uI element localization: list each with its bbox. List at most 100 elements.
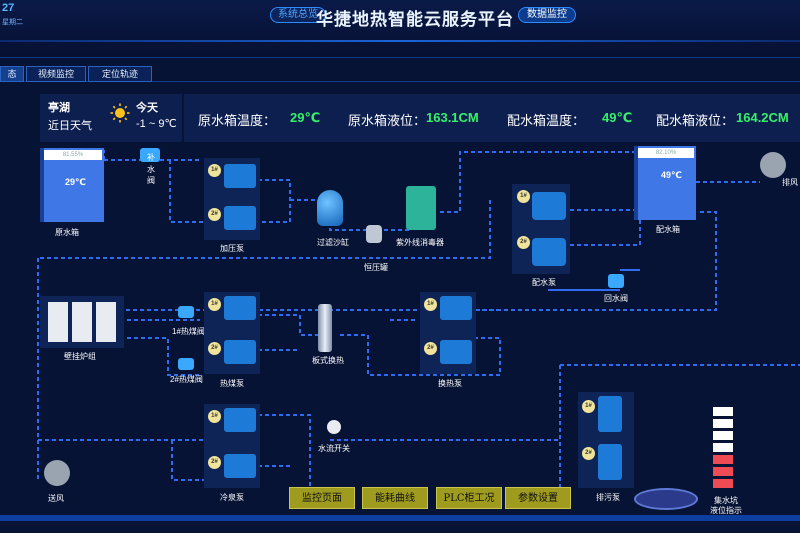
pump-icon[interactable] [224, 454, 256, 478]
raw-water-tank[interactable] [40, 148, 104, 222]
cold-pump-1-badge: 1# [208, 410, 221, 423]
sun-icon [110, 103, 130, 123]
sand-filter-icon[interactable] [317, 190, 343, 226]
return-valve-label: 回水阀 [604, 294, 628, 303]
weather-location: 亭湖 [48, 102, 70, 114]
pump-icon[interactable] [224, 296, 256, 320]
mix-tank-percent: 82.10% [638, 148, 694, 158]
raw-tank-level-label: 原水箱液位： [348, 113, 427, 128]
exchange-pump-label: 换热泵 [438, 379, 462, 388]
fill-valve-label-1: 补 [147, 153, 155, 162]
cold-pump-label: 冷泉泵 [220, 493, 244, 502]
exchange-pump-2-badge: 2# [424, 342, 437, 355]
uv-sterilizer-icon[interactable] [406, 186, 436, 230]
pump-icon[interactable] [532, 238, 566, 266]
pump-icon[interactable] [224, 340, 256, 364]
mix-tank-level-label: 配水箱液位： [656, 113, 735, 128]
weather-today-label: 今天 [136, 102, 158, 114]
boiler-icon[interactable] [96, 302, 116, 342]
hot-pump-label: 热煤泵 [220, 379, 244, 388]
weather-subtitle: 近日天气 [48, 120, 92, 132]
sump-pit-icon [634, 488, 698, 510]
raw-tank-level-value: 163.1CM [426, 110, 479, 125]
sewage-pump-1-badge: 1# [582, 400, 595, 413]
cold-pump-2-badge: 2# [208, 456, 221, 469]
sump-level-label: 集水坑 [714, 496, 738, 505]
flow-switch-label: 水流开关 [318, 444, 350, 453]
pump-icon[interactable] [224, 164, 256, 188]
flow-switch-icon[interactable] [327, 420, 341, 434]
sand-filter-label: 过滤沙缸 [317, 238, 349, 247]
sump-level-bar [713, 455, 733, 464]
weather-panel [40, 94, 182, 142]
pump-icon[interactable] [224, 408, 256, 432]
pump-icon[interactable] [598, 396, 622, 432]
weather-temperature: -1 ~ 9℃ [136, 118, 177, 130]
tab-video[interactable]: 视频监控 [26, 66, 86, 82]
tab-track[interactable]: 定位轨迹 [88, 66, 152, 82]
exhaust-fan-icon[interactable] [760, 152, 786, 178]
fill-valve-icon[interactable] [140, 148, 160, 162]
hot-valve-2-icon[interactable] [178, 358, 194, 370]
raw-tank-temp: 29℃ [65, 177, 86, 187]
raw-tank-temp-value: 29℃ [290, 110, 321, 125]
sump-level-bar [713, 479, 733, 488]
booster-pump-1-badge: 1# [208, 164, 221, 177]
mix-pump-label: 配水泵 [532, 278, 556, 287]
pump-icon[interactable] [598, 444, 622, 480]
supply-air-label: 送风 [48, 494, 64, 503]
monitor-page-button[interactable]: 监控页面 [289, 487, 355, 509]
plc-status-button[interactable]: PLC柜工况 [436, 487, 502, 509]
uv-sterilizer-label: 紫外线消毒器 [396, 238, 444, 247]
exhaust-label: 排风 [782, 178, 798, 187]
boiler-icon[interactable] [48, 302, 68, 342]
fill-valve-label-2: 水 [147, 165, 155, 174]
pump-icon[interactable] [440, 296, 472, 320]
hot-valve-1-label: 1#热煤阀 [172, 327, 205, 336]
header-bar [0, 0, 800, 58]
sewage-pump-label: 排污泵 [596, 493, 620, 502]
plate-exchanger-icon[interactable] [318, 304, 332, 352]
mix-tank-temp-label: 配水箱温度： [507, 113, 586, 128]
header-divider [0, 40, 800, 42]
parameter-settings-button[interactable]: 参数设置 [505, 487, 571, 509]
exchange-pump-1-badge: 1# [424, 298, 437, 311]
supply-fan-icon[interactable] [44, 460, 70, 486]
pump-icon[interactable] [224, 206, 256, 230]
sump-level-bar [713, 443, 733, 452]
energy-curve-button[interactable]: 能耗曲线 [362, 487, 428, 509]
tab-bar [0, 66, 800, 82]
raw-tank-label: 原水箱 [55, 228, 79, 237]
hot-pump-2-badge: 2# [208, 342, 221, 355]
tab-status[interactable]: 态 [0, 66, 24, 82]
booster-pump-2-badge: 2# [208, 208, 221, 221]
sump-level-bar [713, 431, 733, 440]
mix-water-tank[interactable] [634, 146, 696, 220]
mix-pump-1-badge: 1# [517, 190, 530, 203]
mix-tank-level-value: 164.2CM [736, 110, 789, 125]
return-valve-icon[interactable] [608, 274, 624, 288]
mix-pump-2-badge: 2# [517, 236, 530, 249]
date-day: 27 [2, 2, 15, 14]
pressure-tank-icon[interactable] [366, 225, 382, 243]
sump-level-bar [713, 419, 733, 428]
sump-level-label-2: 液位指示 [710, 506, 742, 515]
sump-level-bar [713, 467, 733, 476]
booster-pump-label: 加压泵 [220, 244, 244, 253]
hot-valve-2-label: 2#热煤阀 [170, 375, 203, 384]
page-title: 华捷地热智能云服务平台 [316, 10, 514, 30]
pump-icon[interactable] [440, 340, 472, 364]
raw-tank-percent: 81.55% [44, 150, 102, 160]
data-monitor-tab[interactable]: 数据监控 [518, 7, 576, 23]
hot-valve-1-icon[interactable] [178, 306, 194, 318]
boiler-icon[interactable] [72, 302, 92, 342]
pump-icon[interactable] [532, 192, 566, 220]
system-overview-tab[interactable]: 系统总览 [270, 7, 326, 23]
pressure-tank-label: 恒压罐 [364, 263, 388, 272]
date-weekday: 星期二 [2, 19, 23, 26]
footer-line [0, 515, 800, 521]
plate-exchanger-label: 板式换热 [312, 356, 344, 365]
mix-tank-temp: 49℃ [661, 170, 682, 180]
hot-pump-1-badge: 1# [208, 298, 221, 311]
